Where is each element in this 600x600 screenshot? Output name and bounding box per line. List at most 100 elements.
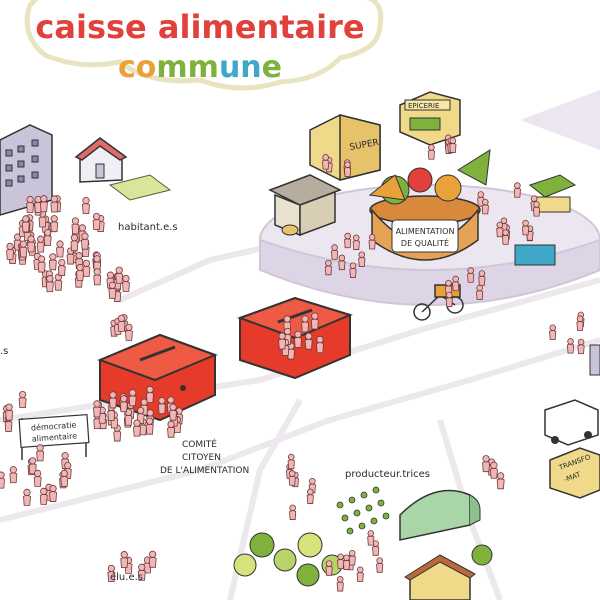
person-figure (496, 221, 504, 238)
person-figure (549, 324, 557, 340)
title-letter: o (136, 50, 157, 85)
person-figure (478, 270, 486, 286)
person-figure (48, 253, 57, 271)
label-s-left: .s (0, 346, 8, 357)
person-figure (343, 161, 352, 177)
person-figure (496, 472, 505, 490)
person-figure (146, 385, 154, 403)
title-letter: m (156, 50, 187, 85)
label-producteurs: producteur.trices (345, 469, 430, 480)
epicerie-sign: EPICERIE (408, 102, 439, 110)
person-figure (21, 215, 30, 233)
title-cloud: caisse alimentaire commune (24, 0, 384, 91)
person-figure (325, 560, 333, 576)
person-figure (367, 530, 375, 546)
person-figure (145, 417, 154, 435)
title-letter: c (118, 50, 136, 85)
person-figure (23, 488, 31, 506)
person-figure (39, 487, 48, 505)
title-letter: n (240, 50, 261, 85)
person-figure (137, 563, 146, 581)
market-stall (514, 174, 577, 266)
person-figure (50, 215, 59, 233)
person-figure (9, 466, 18, 484)
person-figure (489, 461, 498, 479)
label-elus: élu.e.s (110, 571, 143, 583)
person-figure (71, 217, 80, 235)
apartment-building (0, 124, 53, 216)
person-figure (349, 262, 357, 278)
person-figure (288, 470, 296, 486)
person-figure (310, 312, 319, 330)
person-figure (70, 234, 79, 252)
title-letter: m (188, 50, 219, 85)
person-figure (513, 182, 521, 198)
person-figure (115, 266, 124, 284)
person-figure (449, 137, 457, 153)
person-figure (63, 461, 72, 479)
person-figure (0, 471, 5, 489)
person-figure (133, 419, 141, 437)
person-figure (6, 242, 14, 260)
person-figure (324, 259, 333, 276)
person-figure (122, 274, 130, 292)
person-figure (167, 420, 175, 438)
alimentation-label-1: ALIMENTATION (396, 227, 455, 236)
person-figure (316, 335, 324, 353)
person-figure (57, 258, 66, 276)
person-figure (49, 484, 58, 502)
person-figure (482, 455, 490, 473)
person-figure (576, 315, 584, 331)
greenhouse (399, 489, 481, 541)
person-figure (19, 240, 28, 258)
person-figure (157, 397, 166, 415)
person-figure (107, 564, 116, 582)
person-figure (148, 550, 157, 568)
person-figure (427, 144, 435, 160)
person-figure (169, 403, 177, 421)
person-figure (50, 195, 59, 213)
person-figure (82, 196, 90, 214)
person-figure (376, 557, 384, 573)
person-figure (81, 232, 89, 250)
person-figure (289, 504, 297, 520)
person-figure (566, 338, 575, 354)
person-figure (502, 229, 510, 245)
person-figure (337, 553, 345, 569)
person-figure (336, 576, 344, 592)
person-figure (33, 469, 42, 487)
person-figure (304, 332, 313, 350)
person-figure (348, 549, 356, 566)
orchard-trees (233, 532, 493, 587)
label-comite-3: DE L'ALIMENTATION (160, 466, 249, 476)
people-crowds (0, 134, 585, 592)
title-letter: u (219, 50, 240, 85)
person-figure (445, 291, 453, 308)
house (74, 137, 128, 183)
person-figure (92, 212, 101, 230)
person-figure (119, 395, 128, 413)
market-hall (268, 174, 342, 237)
person-figure (481, 198, 489, 215)
label-comite-2: CITOYEN (182, 453, 221, 463)
person-figure (36, 444, 45, 462)
person-figure (356, 566, 364, 582)
person-figure (27, 235, 36, 253)
person-figure (28, 457, 37, 475)
title-line1: caisse alimentaire (35, 8, 364, 46)
person-figure (532, 201, 541, 217)
person-figure (36, 235, 45, 253)
person-figure (45, 275, 54, 293)
person-figure (98, 406, 107, 424)
person-figure (120, 551, 129, 569)
person-figure (128, 389, 137, 407)
person-figure (368, 234, 376, 250)
label-habitants: habitant.e.s (118, 222, 178, 233)
person-figure (358, 251, 366, 267)
person-figure (306, 488, 314, 504)
person-figure (43, 229, 52, 247)
farmhouse (404, 554, 476, 600)
person-figure (125, 323, 133, 341)
person-figure (322, 154, 330, 170)
